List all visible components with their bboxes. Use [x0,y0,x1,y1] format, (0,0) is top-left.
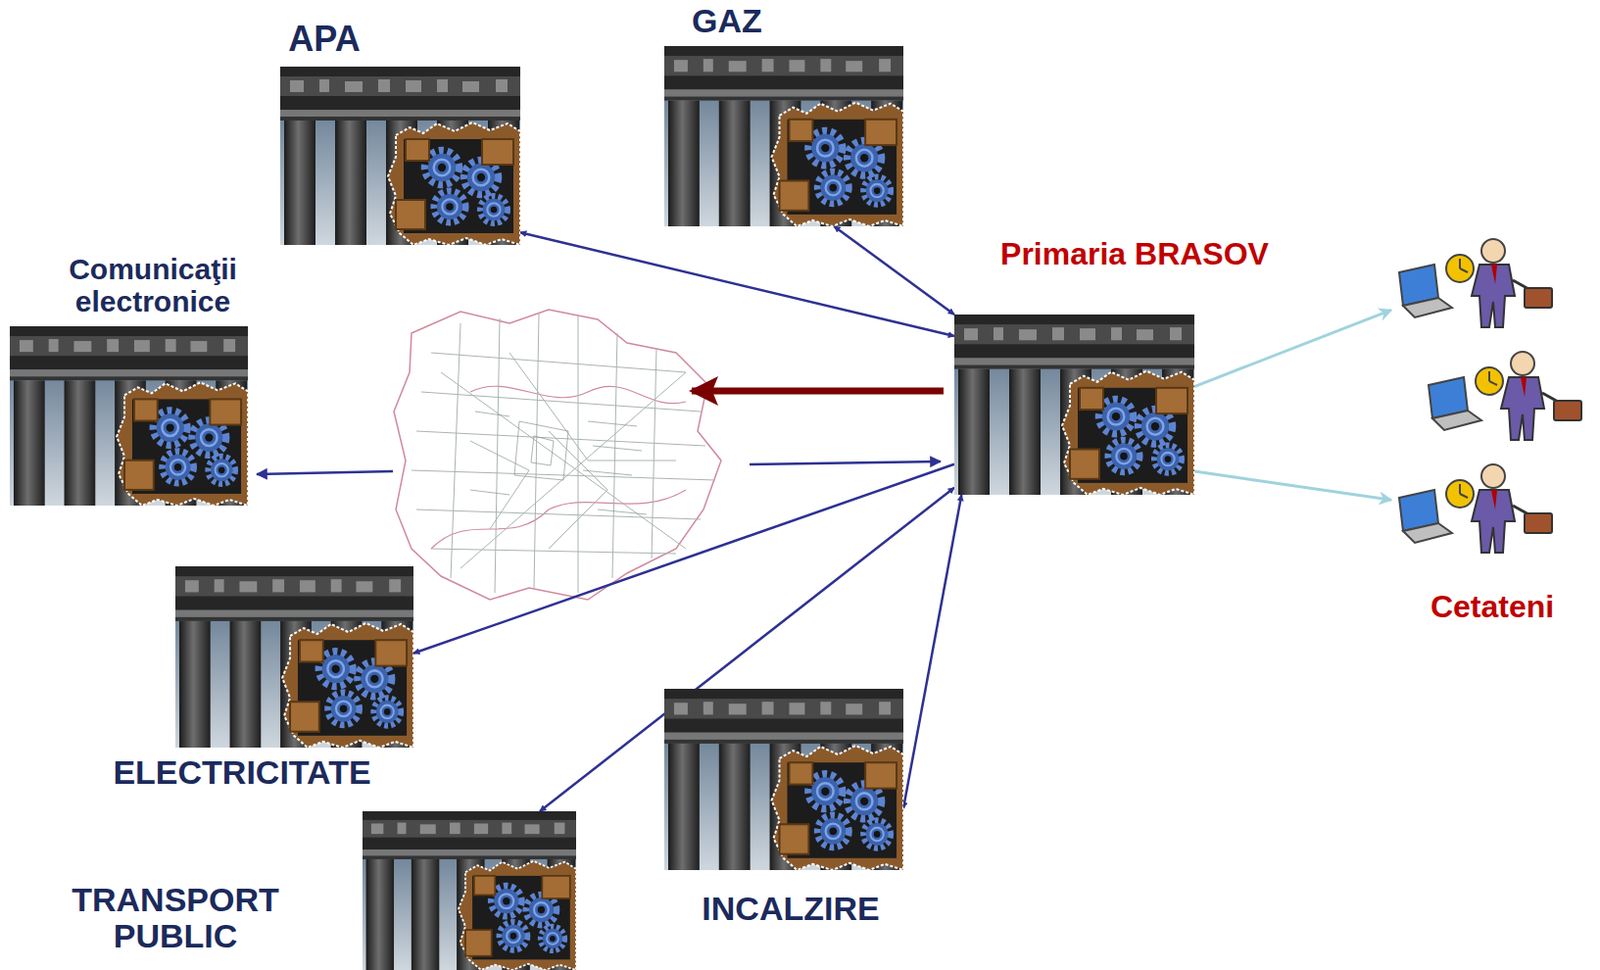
citizens-group: Cetateni [1391,223,1593,557]
institution-building: TRANSPORT PUBLIC [362,811,577,970]
building-picture [9,326,248,506]
connector-arrow [1194,309,1392,387]
connector-arrow [520,232,955,337]
building-picture [175,566,414,748]
node-label: APA [288,19,360,59]
map-arrow [691,387,944,395]
city-map [393,309,722,600]
connector-arrow [413,464,955,654]
node-label: ELECTRICITATE [112,754,371,791]
node-label: INCALZIRE [701,890,879,927]
citizen-icons [1391,223,1593,557]
institution-building: APA [280,66,521,245]
institution-building: ELECTRICITATE [175,566,414,748]
map-link-arrow [749,461,941,465]
node-label: Primaria BRASOV [1000,237,1269,272]
building-picture [954,314,1195,495]
node-label: Cetateni [1430,589,1554,625]
building-picture [362,811,577,970]
node-label: GAZ [691,2,763,40]
node-label: Comunicaţii electronice [20,252,286,318]
building-picture [280,66,521,245]
connector-arrow [1194,471,1392,500]
building-picture [664,46,904,227]
institution-building: Primaria BRASOV [954,314,1195,495]
institution-building: GAZ [664,46,904,227]
node-label: TRANSPORT PUBLIC [52,881,298,956]
institution-building: INCALZIRE [664,688,904,871]
building-picture [664,688,904,871]
map-link-arrow [256,471,393,475]
institution-building: Comunicaţii electronice [9,326,248,506]
connector-arrow [903,494,962,809]
connector-arrow [833,226,955,315]
